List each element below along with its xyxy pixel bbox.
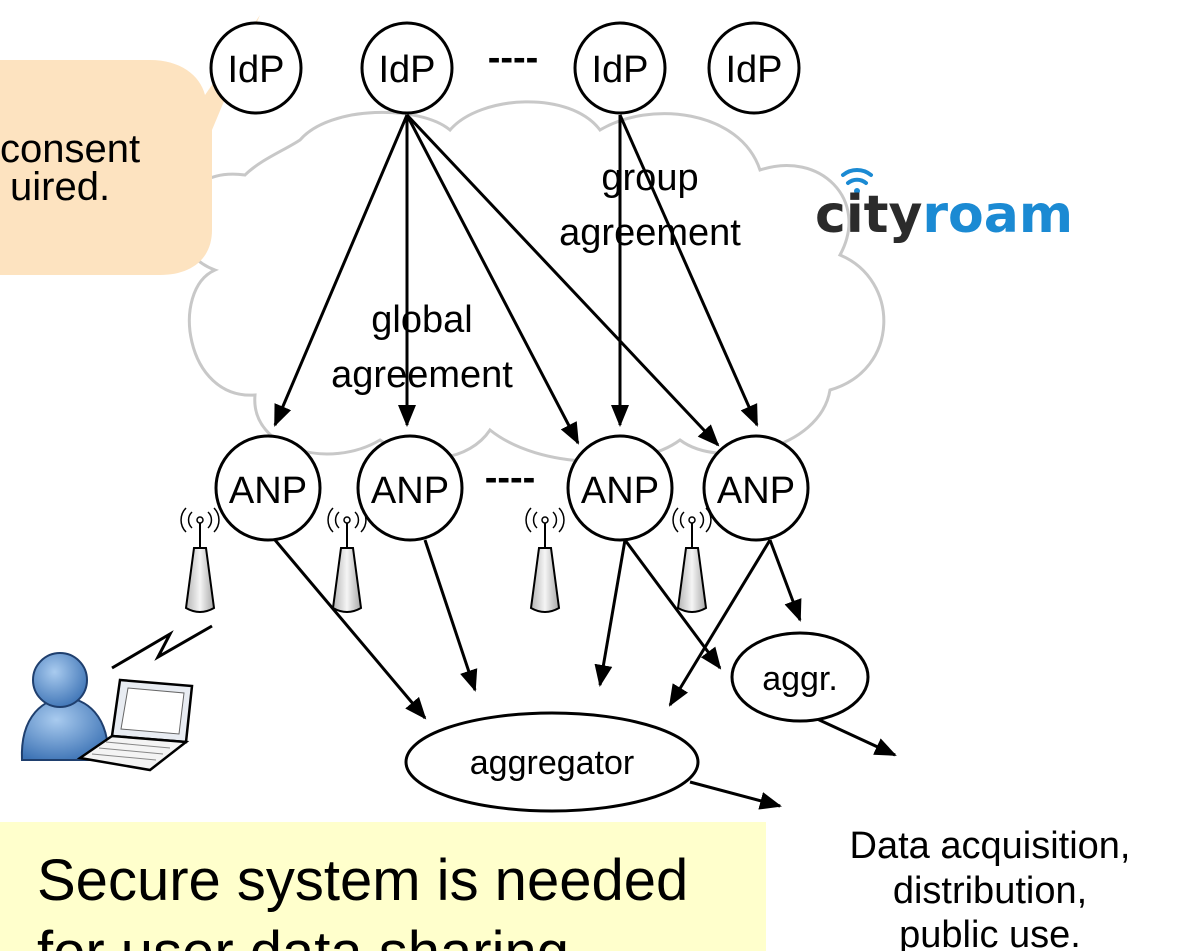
idp-label-3: IdP [591, 49, 648, 91]
idp-node-4: IdP [707, 21, 801, 115]
aggregator-node: aggregator [404, 711, 700, 813]
idp-node-2: IdP [360, 21, 454, 115]
anp-ellipsis: ---- [485, 457, 536, 499]
idp-label-1: IdP [227, 49, 284, 91]
access-point-1 [180, 507, 220, 613]
user-icon [20, 652, 110, 761]
output-line-2: distribution, [893, 870, 1087, 912]
secure-note-box [0, 822, 766, 951]
wireless-link-icon [111, 624, 213, 670]
wifi-icon [841, 167, 873, 194]
idp-label-4: IdP [725, 49, 782, 91]
anp-node-2: ANP [356, 434, 464, 542]
note-line-2: for user data sharing [37, 920, 569, 951]
aggr-label: aggr. [762, 660, 838, 698]
global-agreement-line-1: global [371, 299, 472, 341]
anp-label-2: ANP [371, 470, 449, 512]
anp-label-1: ANP [229, 470, 307, 512]
laptop-icon [76, 678, 194, 772]
access-point-2 [327, 507, 367, 613]
access-point-4 [672, 507, 712, 613]
wireless-signal-icon [327, 507, 367, 533]
idp-anp-arrows [273, 113, 759, 447]
anp-label-3: ANP [581, 470, 659, 512]
callout-line-2: uired. [10, 165, 110, 209]
access-point-3 [525, 507, 565, 613]
cityroam-logo: cityroam [815, 167, 1073, 245]
idp-ellipsis: ---- [488, 37, 539, 79]
svg-text:cityroam: cityroam [815, 185, 1073, 245]
aggr-node: aggr. [730, 631, 870, 723]
output-line-3: public use. [899, 914, 1081, 951]
anp-node-1: ANP [214, 434, 322, 542]
global-agreement-line-2: agreement [331, 354, 513, 396]
aggregator-label: aggregator [470, 744, 634, 782]
group-agreement-line-2: agreement [559, 212, 741, 254]
logo-city-text: city [815, 185, 922, 245]
anp-node-4: ANP [702, 434, 810, 542]
wireless-signal-icon [672, 507, 712, 533]
note-line-1: Secure system is needed [37, 848, 688, 913]
callout-line-1: consent [0, 127, 140, 171]
anp-aggregator-arrows [273, 539, 897, 810]
anp-node-3: ANP [566, 434, 674, 542]
group-agreement-line-1: group [601, 157, 698, 199]
agreement-cloud [178, 100, 886, 463]
logo-roam-text: roam [922, 185, 1073, 245]
idp-node-1: IdP [209, 21, 303, 115]
consent-callout [0, 15, 260, 275]
output-line-1: Data acquisition, [850, 825, 1131, 867]
anp-label-4: ANP [717, 470, 795, 512]
idp-label-2: IdP [378, 49, 435, 91]
idp-node-3: IdP [573, 21, 667, 115]
